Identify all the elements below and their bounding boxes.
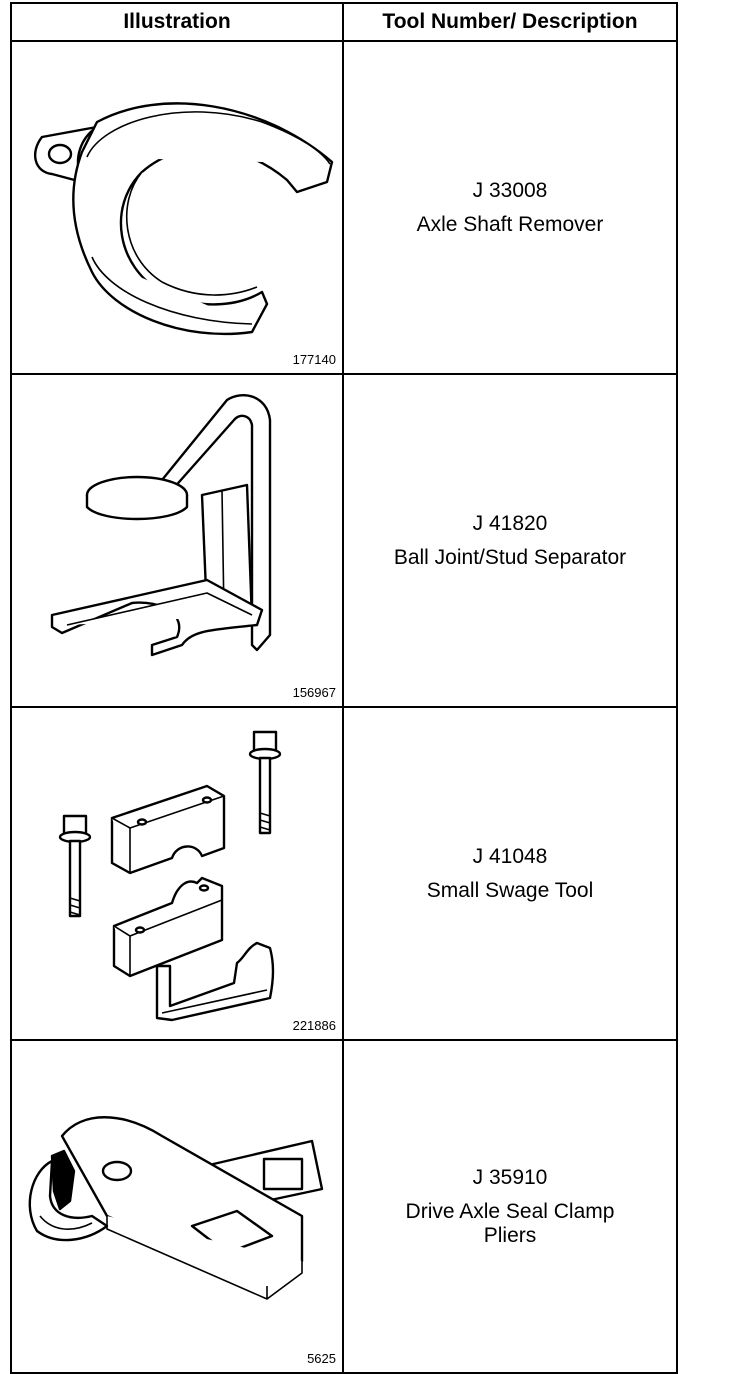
illustration-cell: 221886 [10,706,344,1041]
table-row: 221886 J 41048 Small Swage Tool [10,706,679,1041]
header-row: Illustration Tool Number/ Description [10,2,679,42]
tool-number: J 41048 [472,844,548,868]
illustration-cell: 5625 [10,1039,344,1374]
description-cell: J 41820 Ball Joint/Stud Separator [341,373,679,708]
tool-number: J 35910 [472,1165,548,1189]
tool-table: Illustration Tool Number/ Description 17… [10,2,679,1374]
illustration-cell: 156967 [10,373,344,708]
description-cell: J 41048 Small Swage Tool [341,706,679,1041]
figure-id: 156967 [292,685,336,700]
tool-number: J 41820 [472,511,548,535]
swage-tool-icon [58,730,282,1022]
table-row: 156967 J 41820 Ball Joint/Stud Separator [10,373,679,708]
ball-joint-separator-icon [50,393,272,657]
seal-clamp-pliers-icon [28,1116,324,1300]
header-description: Tool Number/ Description [341,2,679,42]
description-cell: J 35910 Drive Axle Seal Clamp Pliers [341,1039,679,1374]
tool-description: Axle Shaft Remover [416,212,604,236]
table-row: 5625 J 35910 Drive Axle Seal Clamp Plier… [10,1039,679,1374]
illustration-cell: 177140 [10,40,344,375]
tool-description: Ball Joint/Stud Separator [393,545,627,569]
description-cell: J 33008 Axle Shaft Remover [341,40,679,375]
tool-number: J 33008 [472,178,548,202]
c-ring-axle-remover-icon [33,102,334,336]
header-illustration: Illustration [10,2,344,42]
figure-id: 221886 [292,1018,336,1033]
figure-id: 5625 [307,1351,336,1366]
figure-id: 177140 [292,352,336,367]
tool-description: Drive Axle Seal Clamp Pliers [405,1199,615,1247]
tool-description: Small Swage Tool [426,878,594,902]
table-row: 177140 J 33008 Axle Shaft Remover [10,40,679,375]
